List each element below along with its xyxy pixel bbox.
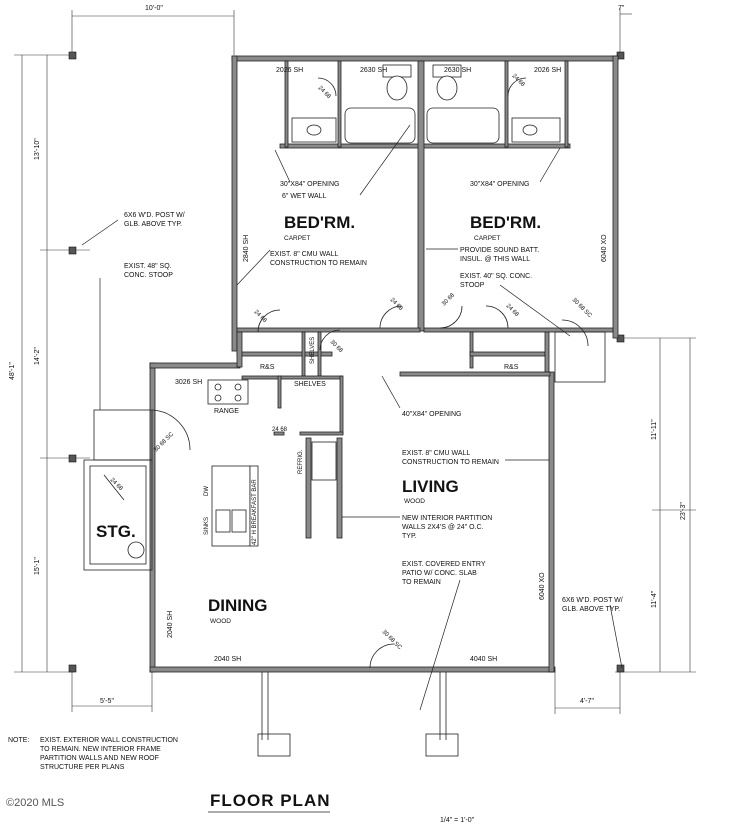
- room-name-dining: DINING: [208, 596, 268, 615]
- window-bed-left: 2840 SH: [243, 235, 250, 262]
- plan-scale: 1/4" = 1'-0": [440, 817, 475, 824]
- dim-right-1: 11'-11": [651, 419, 658, 440]
- label-shelves-pantry: SHELVES: [294, 381, 326, 388]
- label-rs-2: R&S: [504, 364, 519, 371]
- callout-post-1-line-1: 6X6 W'D. POST W/: [124, 212, 185, 219]
- callout-wet-wall: 6" WET WALL: [282, 193, 327, 200]
- callout-cmu-2-line-2: CONSTRUCTION TO REMAIN: [402, 459, 499, 466]
- callout-stoop-2-line-2: STOOP: [460, 282, 485, 289]
- room-name-storage: STG.: [96, 522, 136, 541]
- callout-post-2-line-1: 6X6 W'D. POST W/: [562, 597, 623, 604]
- label-dw: DW: [204, 486, 210, 496]
- window-living-right: 6040 XO: [539, 572, 546, 600]
- bathroom-fixtures: [291, 64, 561, 144]
- callout-stoop-1-line-1: EXIST. 48" SQ.: [124, 263, 172, 270]
- dim-bottom-right: 4'-7": [580, 698, 594, 705]
- note-line-3: PARTITION WALLS AND NEW ROOF: [40, 755, 159, 762]
- callout-sound-line-2: INSUL. @ THIS WALL: [460, 256, 530, 263]
- dim-left-1: 13'-10": [34, 138, 41, 160]
- room-name-bed2: BED'RM.: [470, 213, 541, 232]
- callout-post-2-line-2: GLB. ABOVE TYP.: [562, 606, 620, 613]
- window-dining-side: 2040 SH: [167, 611, 174, 638]
- window-dining-bottom: 2040 SH: [214, 656, 241, 663]
- window-top-3: 2630 SH: [444, 67, 471, 74]
- label-sinks: SINKS: [204, 517, 210, 535]
- label-breakfast-bar: 42" H BREAKFAST BAR: [252, 479, 258, 545]
- dim-left-total: 48'-1": [9, 362, 16, 380]
- dimension-lines: [14, 8, 696, 714]
- room-floor-dining: WOOD: [210, 618, 231, 625]
- room-name-living: LIVING: [402, 477, 459, 496]
- note-line-2: TO REMAIN. NEW INTERIOR FRAME: [40, 746, 161, 753]
- door-label-8: 30 68 SC: [153, 431, 175, 453]
- leader-lines: [81, 124, 623, 711]
- dim-right-total: 23'-3": [680, 502, 687, 520]
- window-living-bottom: 4040 SH: [470, 656, 497, 663]
- window-bed-right: 6040 XO: [601, 234, 608, 262]
- walls: [149, 55, 619, 673]
- callout-patio-line-1: EXIST. COVERED ENTRY: [402, 561, 486, 568]
- dim-right-2: 11'-4": [651, 590, 658, 608]
- callout-cmu-1-line-1: EXIST. 8" CMU WALL: [270, 251, 338, 258]
- kitchen-fixtures: [207, 379, 337, 547]
- callout-post-1-line-2: GLB. ABOVE TYP.: [124, 221, 182, 228]
- dim-left-3: 15'-1": [34, 557, 41, 575]
- door-label-1: 24 68: [317, 85, 332, 100]
- label-shelves-closet: SHELVES: [310, 337, 316, 364]
- plan-title: FLOOR PLAN: [210, 791, 331, 810]
- dim-bottom-left: 5'-5": [100, 698, 114, 705]
- callout-opening-bed1: 30"X84" OPENING: [280, 181, 339, 188]
- door-label-11: 24 68: [272, 427, 288, 433]
- room-floor-bed1: CARPET: [284, 235, 310, 242]
- callout-stoop-2-line-1: EXIST. 40" SQ. CONC.: [460, 273, 532, 280]
- callout-patio-line-2: PATIO W/ CONC. SLAB: [402, 570, 477, 577]
- storage-and-stoops: [83, 331, 606, 571]
- door-swings: [257, 77, 589, 669]
- callout-cmu-1-line-2: CONSTRUCTION TO REMAIN: [270, 260, 367, 267]
- door-label-4: 24 68: [389, 297, 404, 312]
- door-label-5: 30 68 SC: [571, 297, 593, 319]
- dim-left-2: 14'-2": [34, 347, 41, 365]
- door-label-7: 24 68: [505, 303, 520, 318]
- callout-patio-line-3: TO REMAIN: [402, 579, 441, 586]
- callout-stoop-1-line-2: CONC. STOOP: [124, 272, 173, 279]
- note-line-4: STRUCTURE PER PLANS: [40, 764, 125, 771]
- room-floor-living: WOOD: [404, 498, 425, 505]
- mls-watermark: ©2020 MLS: [6, 797, 64, 809]
- callout-opening-bed2: 30"X84" OPENING: [470, 181, 529, 188]
- window-top-4: 2026 SH: [534, 67, 561, 74]
- callout-partition-line-3: TYP.: [402, 533, 417, 540]
- note-line-1: EXIST. EXTERIOR WALL CONSTRUCTION: [40, 737, 178, 744]
- door-label-2: 24 68: [511, 73, 526, 88]
- dim-top-right: 7": [618, 5, 625, 12]
- room-floor-bed2: CARPET: [474, 235, 500, 242]
- callout-partition-line-2: WALLS 2X4'S @ 24" O.C.: [402, 524, 484, 531]
- entry-patio: [257, 672, 459, 757]
- post-markers: [68, 51, 625, 673]
- dim-top: 10'-0": [145, 5, 163, 12]
- label-range: RANGE: [214, 408, 239, 415]
- note-label: NOTE:: [8, 737, 29, 744]
- window-top-1: 2026 SH: [276, 67, 303, 74]
- door-label-6: 30 68: [441, 292, 456, 307]
- label-rs-1: R&S: [260, 364, 275, 371]
- callout-sound-line-1: PROVIDE SOUND BATT.: [460, 247, 539, 254]
- window-top-2: 2630 SH: [360, 67, 387, 74]
- callout-cmu-2-line-1: EXIST. 8" CMU WALL: [402, 450, 470, 457]
- callout-opening-living: 40"X84" OPENING: [402, 411, 461, 418]
- door-label-10: 30 68 SC: [381, 629, 403, 651]
- callout-partition-line-1: NEW INTERIOR PARTITION: [402, 515, 492, 522]
- room-name-bed1: BED'RM.: [284, 213, 355, 232]
- window-kitchen: 3026 SH: [175, 379, 202, 386]
- label-refrig: REFRIG.: [298, 449, 304, 474]
